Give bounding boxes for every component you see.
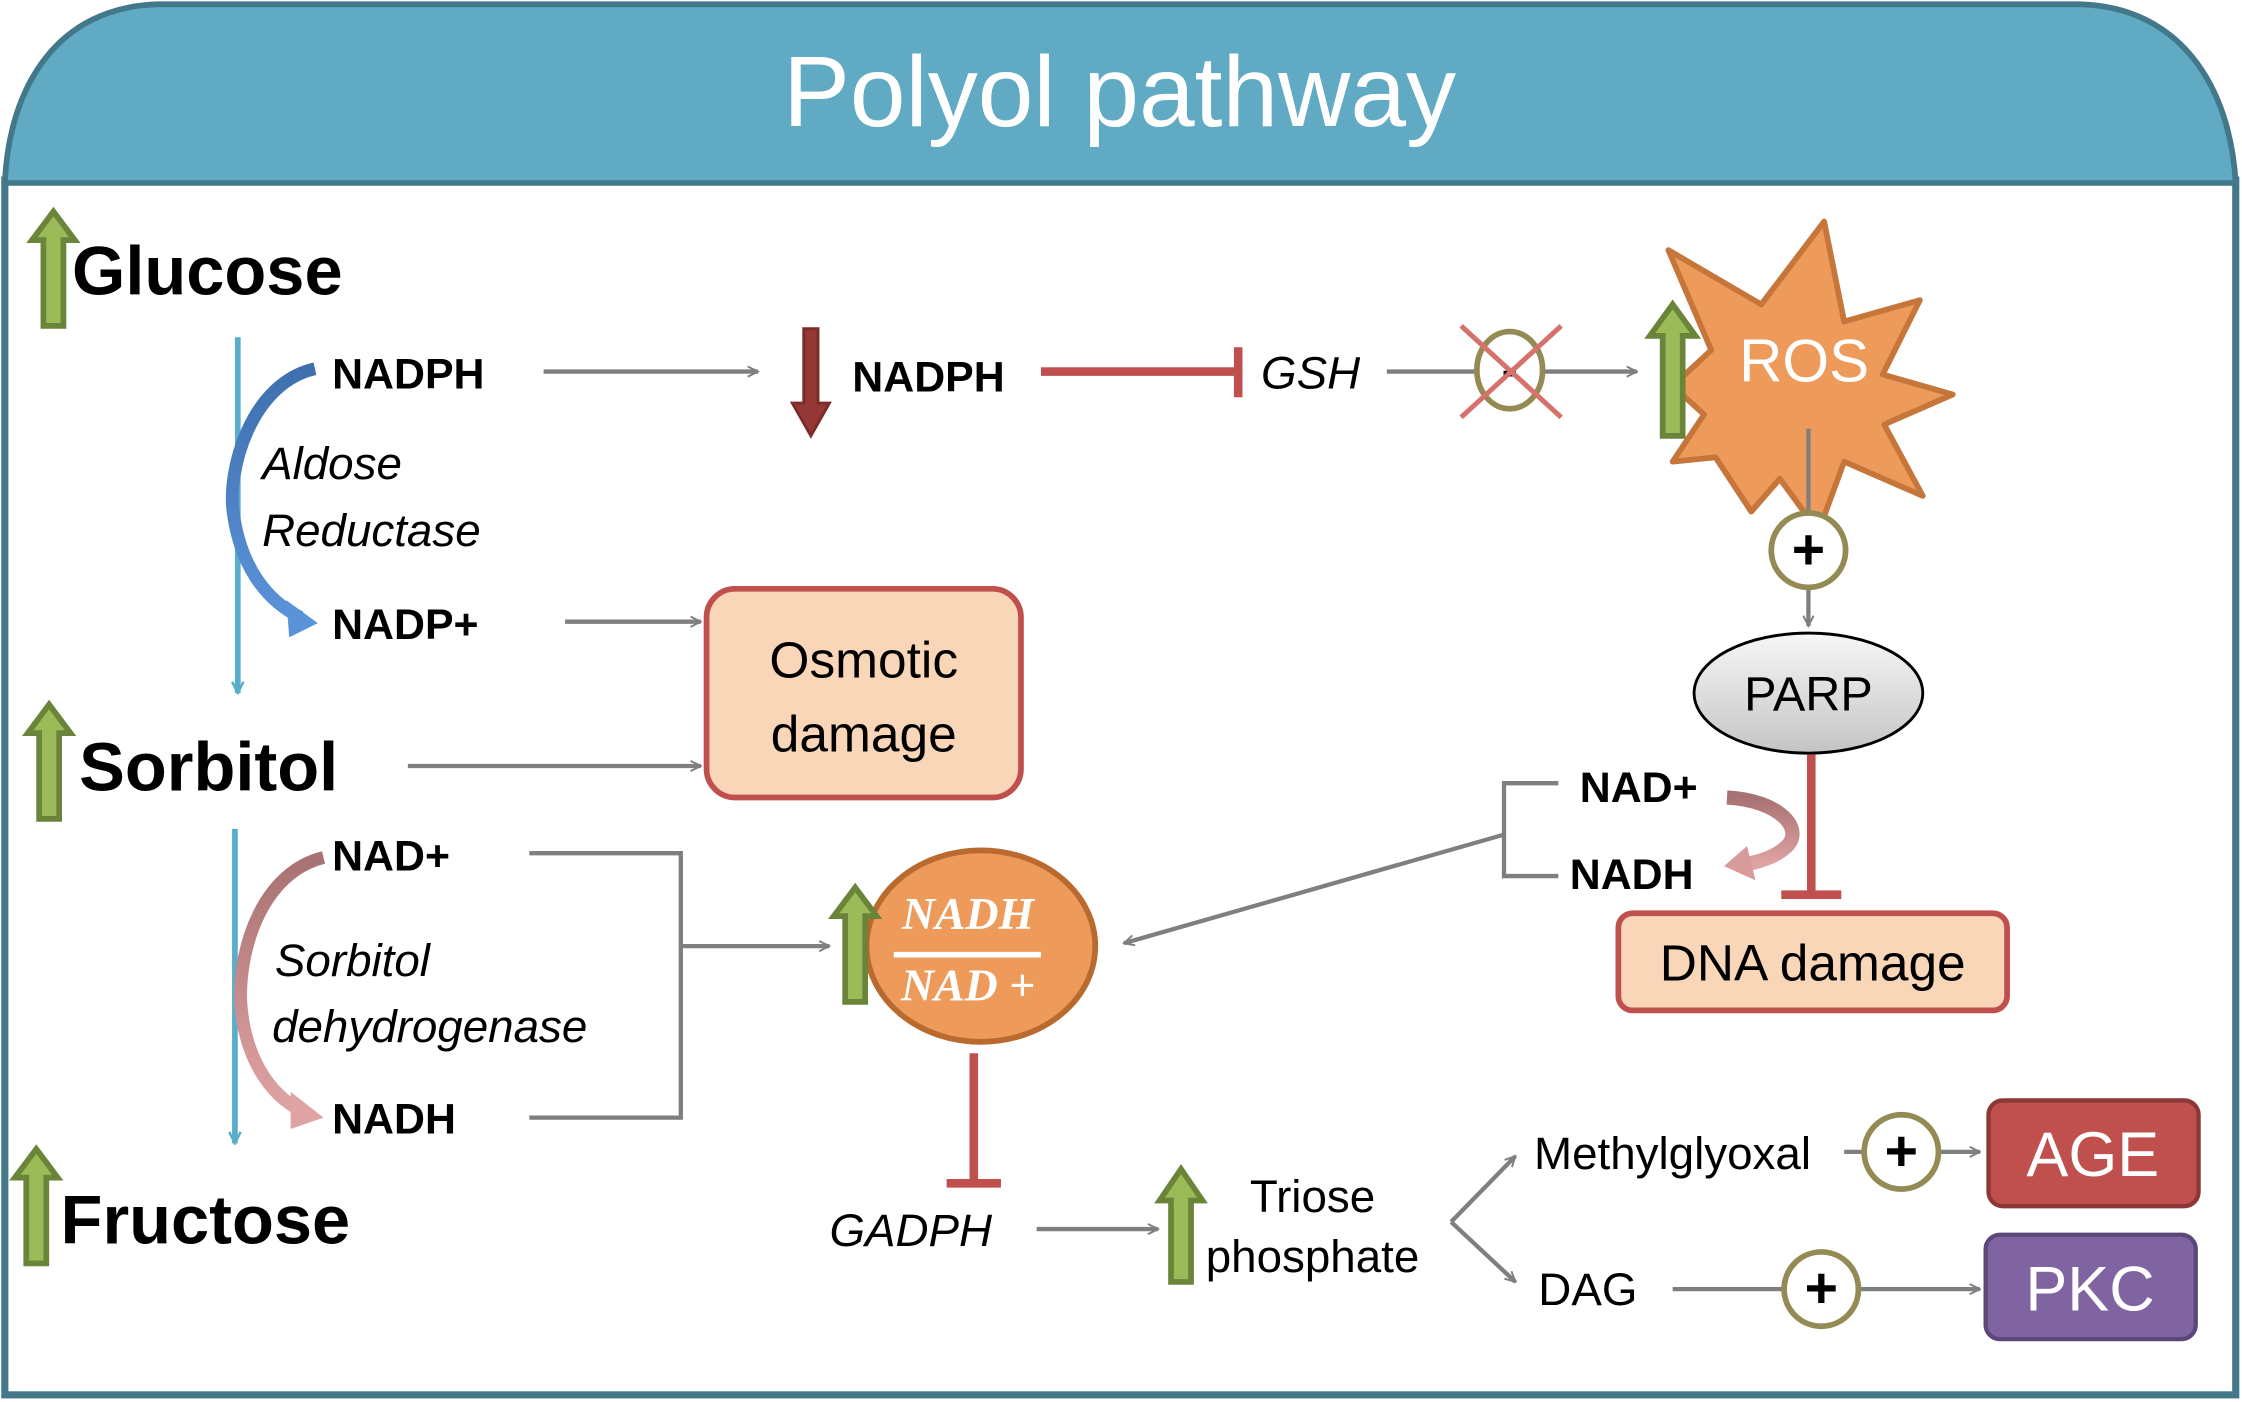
blocked-minus-icon: - (1459, 324, 1563, 420)
up-arrow-icon (21, 699, 77, 822)
parp-nadh: NADH (1570, 851, 1694, 899)
svg-text:+: + (1885, 1119, 1918, 1183)
cofactor-nadh: NADH (332, 1095, 456, 1143)
cofactor-nad-plus: NAD+ (332, 832, 450, 880)
cofactor-nadp-plus: NADP+ (332, 601, 478, 649)
parp-node: PARP (1692, 631, 1925, 755)
arrow-to-ratio (1124, 832, 1505, 944)
title-banner (1, 1, 2239, 186)
enzyme-aldose: Aldose (259, 438, 402, 489)
ros-label: ROS (1739, 328, 1869, 395)
pkc-box: PKC (1983, 1232, 2198, 1342)
sorbitol-label: Sorbitol (79, 728, 338, 805)
up-arrow-icon (26, 206, 81, 329)
arrowhead-icon (1724, 846, 1756, 881)
nadph-depleted: NADPH (852, 354, 1004, 402)
gadph-label: GADPH (829, 1205, 993, 1256)
sdh-cofactor-arrow (234, 851, 326, 1118)
aldose-reductase-cofactor-arrow (225, 362, 317, 624)
ros-starburst-icon (1665, 218, 1956, 535)
page-title: Polyol pathway (783, 36, 1456, 148)
enzyme-reductase: Reductase (262, 505, 481, 556)
ratio-numerator: NADH (901, 888, 1036, 939)
down-arrow-icon (789, 327, 832, 439)
bracket-sdh-cofactors (529, 851, 683, 1120)
arrow-triose-to-dag (1449, 1220, 1515, 1284)
up-arrow-icon (828, 882, 883, 1005)
metabolite-glucose: Glucose (26, 206, 343, 329)
activation-plus-icon: + (1768, 510, 1849, 591)
parp-cofactor-arrow (1726, 790, 1800, 872)
fructose-label: Fructose (61, 1181, 351, 1258)
osmotic-label-2: damage (771, 705, 957, 763)
parp-label: PARP (1744, 667, 1873, 721)
metabolite-sorbitol: Sorbitol (21, 699, 338, 822)
age-box: AGE (1986, 1098, 2201, 1209)
enzyme-sorbitol: Sorbitol (275, 935, 432, 986)
arrow-triose-to-methylglyoxal (1449, 1156, 1517, 1224)
ros-node: ROS (1644, 218, 1956, 535)
dna-damage-label: DNA damage (1660, 933, 1966, 991)
osmotic-label-1: Osmotic (769, 630, 958, 688)
osmotic-damage-box: Osmotic damage (703, 585, 1024, 801)
metabolite-fructose: Fructose (9, 1144, 351, 1267)
up-arrow-icon (1644, 299, 1702, 439)
age-label: AGE (2026, 1120, 2159, 1190)
triose-label-1: Triose (1250, 1171, 1375, 1222)
dag-label: DAG (1538, 1264, 1637, 1315)
parp-nad-plus: NAD+ (1580, 764, 1698, 812)
activation-plus-icon: + (1861, 1111, 1942, 1192)
up-arrow-icon (9, 1144, 64, 1267)
activation-plus-icon: + (1781, 1249, 1862, 1330)
bracket-parp-cofactors (1501, 781, 1559, 879)
enzyme-dehydrogenase: dehydrogenase (272, 1001, 587, 1052)
methylglyoxal-label: Methylglyoxal (1534, 1128, 1811, 1179)
pkc-label: PKC (2025, 1255, 2154, 1325)
glucose-label: Glucose (72, 232, 343, 309)
cofactor-nadph: NADPH (332, 351, 484, 399)
arrowhead-icon (290, 1091, 324, 1130)
up-arrow-icon (1154, 1163, 1208, 1285)
arrowhead-icon (286, 600, 318, 638)
gsh-label: GSH (1261, 348, 1361, 399)
nadh-nad-ratio-node: NADH NAD + (828, 847, 1099, 1045)
triose-label-2: phosphate (1206, 1231, 1420, 1282)
svg-text:+: + (1792, 518, 1825, 582)
ratio-denominator: NAD + (900, 959, 1035, 1010)
svg-text:+: + (1805, 1257, 1838, 1321)
dna-damage-box: DNA damage (1615, 910, 2010, 1014)
